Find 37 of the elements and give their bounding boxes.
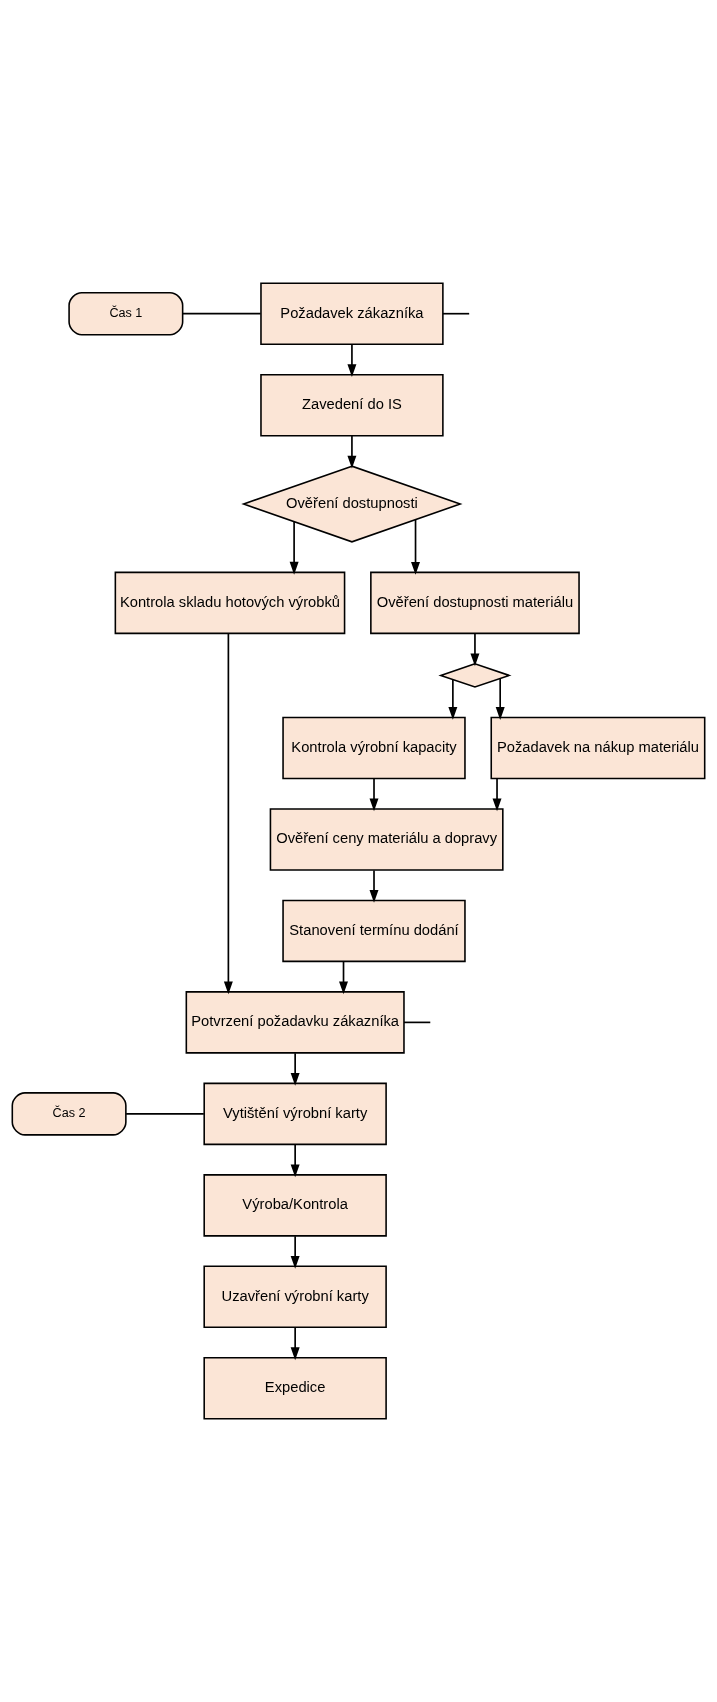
connector	[442, 312, 470, 315]
arrow	[290, 1144, 300, 1178]
connector	[182, 312, 262, 315]
node-box: Čas 2	[11, 1092, 127, 1136]
arrow	[290, 1052, 300, 1086]
arrow	[290, 1326, 300, 1361]
node-box: Ověření dostupnosti materiálu	[370, 571, 580, 635]
connector	[125, 1113, 205, 1115]
node-box: Potvrzení požadavku zákazníka	[185, 991, 405, 1054]
arrow	[470, 632, 480, 667]
node-box: Čas 1	[68, 291, 184, 336]
node-box: Zavedení do IS	[260, 373, 444, 437]
node-box: Expedice	[203, 1357, 387, 1420]
node-box: Kontrola výrobní kapacity	[282, 716, 466, 780]
arrow	[289, 520, 299, 575]
node-box: Požadavek zákazníka	[260, 282, 444, 345]
arrow	[369, 869, 379, 903]
arrow	[492, 778, 502, 812]
arrow	[347, 435, 357, 469]
node-diamond: Ověření dostupnosti	[241, 465, 463, 543]
connector	[403, 1021, 432, 1024]
node-box: Výroba/Kontrola	[203, 1174, 387, 1237]
arrow	[369, 778, 379, 812]
node-box: Kontrola skladu hotových výrobků	[114, 571, 346, 635]
arrow	[223, 632, 233, 995]
arrow	[448, 678, 458, 720]
arrow	[339, 961, 348, 995]
arrow	[290, 1235, 300, 1269]
arrow	[347, 343, 357, 378]
arrow	[411, 519, 421, 575]
node-box: Ověření ceny materiálu a dopravy	[269, 808, 504, 871]
node-box: Vytištění výrobní karty	[203, 1082, 387, 1146]
node-box: Požadavek na nákup materiálu	[490, 716, 706, 780]
arrow	[495, 677, 505, 720]
node-box: Uzavření výrobní karty	[203, 1265, 387, 1329]
node-diamond	[438, 663, 512, 688]
node-box: Stanovení termínu dodání	[282, 899, 466, 963]
